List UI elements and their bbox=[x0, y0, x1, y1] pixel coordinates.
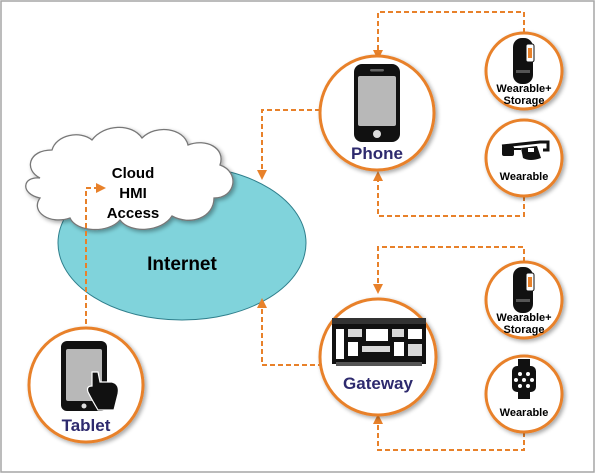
gateway-wearable-storage-node: Wearable+ Storage bbox=[484, 260, 564, 340]
phone-device-1-line1: Wearable+ bbox=[496, 83, 551, 95]
phone-device-2-line1: Wearable bbox=[500, 171, 549, 183]
gateway-device-1-line2: Storage bbox=[504, 324, 545, 336]
tablet-label: Tablet bbox=[62, 416, 111, 435]
phone-wearable-node: Wearable bbox=[484, 118, 564, 198]
phone-device-1-line2: Storage bbox=[504, 95, 545, 107]
fitness-band-icon bbox=[513, 38, 535, 84]
smart-glasses-icon bbox=[501, 140, 550, 160]
gateway-label: Gateway bbox=[343, 374, 413, 393]
cloud-label-line2: HMI bbox=[119, 185, 147, 202]
internet-label: Internet bbox=[147, 254, 217, 275]
cloud-label-line3: Access bbox=[107, 205, 160, 222]
wearable-storage-to-phone-connector bbox=[373, 11, 525, 60]
tablet-to-cloud-connector bbox=[85, 183, 106, 332]
tablet-touch-icon bbox=[61, 341, 119, 411]
gateway-node: Gateway bbox=[318, 297, 438, 417]
gateway-device-2-line1: Wearable bbox=[500, 407, 549, 419]
phone-wearable-storage-node: Wearable+ Storage bbox=[484, 31, 564, 111]
gateway-wearable-node: Wearable bbox=[484, 354, 564, 434]
phone-to-internet-connector bbox=[257, 109, 320, 180]
wearable-storage-to-gateway-connector bbox=[373, 246, 525, 294]
phone-node: Phone bbox=[318, 54, 436, 172]
cloud-label-line1: Cloud bbox=[112, 165, 155, 182]
circuit-board-icon bbox=[332, 318, 426, 366]
smartphone-icon bbox=[354, 64, 400, 142]
fitness-band-icon bbox=[513, 267, 535, 313]
gateway-to-internet-connector bbox=[257, 298, 323, 366]
smartwatch-icon bbox=[512, 359, 536, 399]
cloud-hmi-shape bbox=[25, 126, 234, 231]
gateway-device-1-line1: Wearable+ bbox=[496, 312, 551, 324]
tablet-node: Tablet bbox=[27, 326, 145, 444]
wearable-to-phone-connector bbox=[373, 171, 525, 217]
phone-label: Phone bbox=[351, 144, 403, 163]
wearable-to-gateway-connector bbox=[373, 414, 525, 451]
